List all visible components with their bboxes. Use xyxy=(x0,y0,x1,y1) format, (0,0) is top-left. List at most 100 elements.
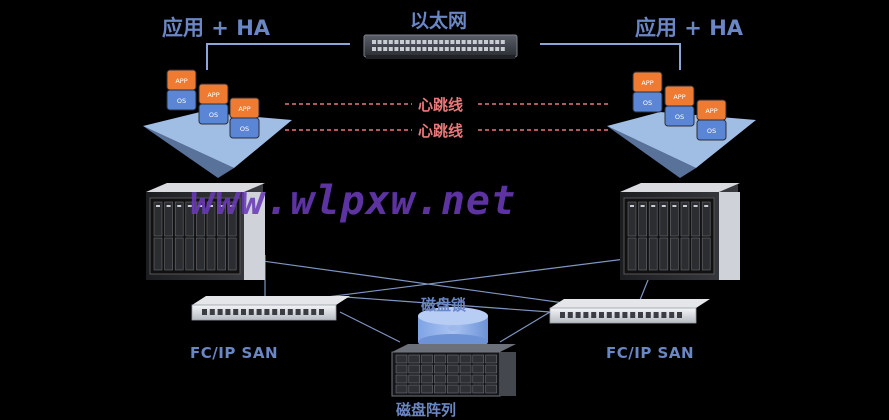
san-port xyxy=(630,312,636,318)
disk-bay xyxy=(459,384,472,394)
switch-port xyxy=(428,47,432,51)
heartbeat-lines xyxy=(285,103,610,131)
disk-lock-label: 磁盘锁 xyxy=(421,296,467,314)
blade-slot xyxy=(217,201,226,237)
blade-led xyxy=(166,205,171,207)
os-label: OS xyxy=(675,113,684,121)
san-port xyxy=(233,309,239,315)
disk-bay xyxy=(485,384,497,394)
blade-led xyxy=(630,205,634,207)
disk-bay xyxy=(472,374,485,384)
switch-port xyxy=(372,40,376,44)
disk-bay xyxy=(408,364,421,374)
disk-bay xyxy=(408,354,421,364)
os-block xyxy=(229,117,260,139)
vm-stack: APP OS xyxy=(632,71,663,113)
switch-port xyxy=(456,47,460,51)
switch-port xyxy=(422,40,427,44)
disk-bay xyxy=(446,374,459,384)
san-port xyxy=(303,309,309,315)
switch-port xyxy=(394,40,399,44)
san-port xyxy=(638,312,643,318)
blade-led xyxy=(640,205,645,207)
switch-port xyxy=(484,47,488,51)
switch-port xyxy=(489,47,494,51)
blade-slot xyxy=(153,237,163,271)
left-san-switch xyxy=(191,296,350,321)
disk-bay xyxy=(459,354,472,364)
disk-bay xyxy=(472,354,485,364)
right-app-ha-label: 应用 + HA xyxy=(635,16,744,40)
switch-port xyxy=(456,40,460,44)
ethernet-switch xyxy=(363,34,518,59)
blade-led xyxy=(187,205,192,207)
blade-led xyxy=(156,205,160,207)
right-san-switch xyxy=(549,299,710,324)
os-block xyxy=(632,91,663,113)
san-port xyxy=(225,309,231,315)
switch-port xyxy=(428,40,432,44)
switch-port xyxy=(400,47,404,51)
switch-port xyxy=(444,40,449,44)
switch-port xyxy=(416,47,421,51)
switch-port xyxy=(422,47,427,51)
san-port xyxy=(264,309,270,315)
disk-bay xyxy=(472,364,485,374)
san-port xyxy=(583,312,589,318)
san-port xyxy=(256,309,262,315)
san-port xyxy=(645,312,651,318)
blade-led xyxy=(704,205,709,207)
blade-led xyxy=(693,205,698,207)
os-label: OS xyxy=(177,97,186,105)
switch-port xyxy=(383,47,388,51)
watermark: www.wlpxw.net xyxy=(190,178,517,224)
blade-slot xyxy=(627,201,637,237)
blade-slot xyxy=(196,237,205,271)
blade-slot xyxy=(680,237,690,271)
os-label: OS xyxy=(643,99,652,107)
switch-port xyxy=(411,47,416,51)
ethernet-links xyxy=(206,43,681,70)
switch-port xyxy=(450,47,455,51)
app-label: APP xyxy=(175,77,187,85)
blade-slot xyxy=(174,201,184,237)
switch-port xyxy=(484,40,488,44)
blade-slot xyxy=(691,201,700,237)
switch-port xyxy=(495,47,500,51)
app-label: APP xyxy=(238,105,250,113)
san-port xyxy=(272,309,278,315)
blade-led xyxy=(230,205,235,207)
app-label: APP xyxy=(207,91,219,99)
os-label: OS xyxy=(707,127,716,135)
switch-port xyxy=(388,40,393,44)
disk-bay xyxy=(408,384,421,394)
switch-port xyxy=(478,40,483,44)
os-block xyxy=(696,119,727,141)
disk-bay xyxy=(485,354,497,364)
disk-bay xyxy=(459,364,472,374)
san-port xyxy=(599,312,604,318)
blade-slot xyxy=(164,201,173,237)
san-port xyxy=(209,309,215,315)
switch-port xyxy=(500,47,505,51)
switch-port xyxy=(439,40,444,44)
app-label: APP xyxy=(705,107,717,115)
blade-led xyxy=(209,205,213,207)
switch-port xyxy=(411,40,416,44)
heartbeat-label-1: 心跳线 xyxy=(418,96,464,114)
switch-port xyxy=(433,40,438,44)
san-port xyxy=(653,312,659,318)
blade-slot xyxy=(659,237,669,271)
right-blade-server xyxy=(620,183,740,280)
switch-port xyxy=(405,40,410,44)
switch-port xyxy=(416,40,421,44)
blade-slot xyxy=(627,237,637,271)
san-port xyxy=(591,312,597,318)
san-port xyxy=(622,312,628,318)
app-label: APP xyxy=(641,79,653,87)
switch-port xyxy=(489,40,494,44)
switch-port xyxy=(461,40,466,44)
blade-slot xyxy=(196,201,205,237)
